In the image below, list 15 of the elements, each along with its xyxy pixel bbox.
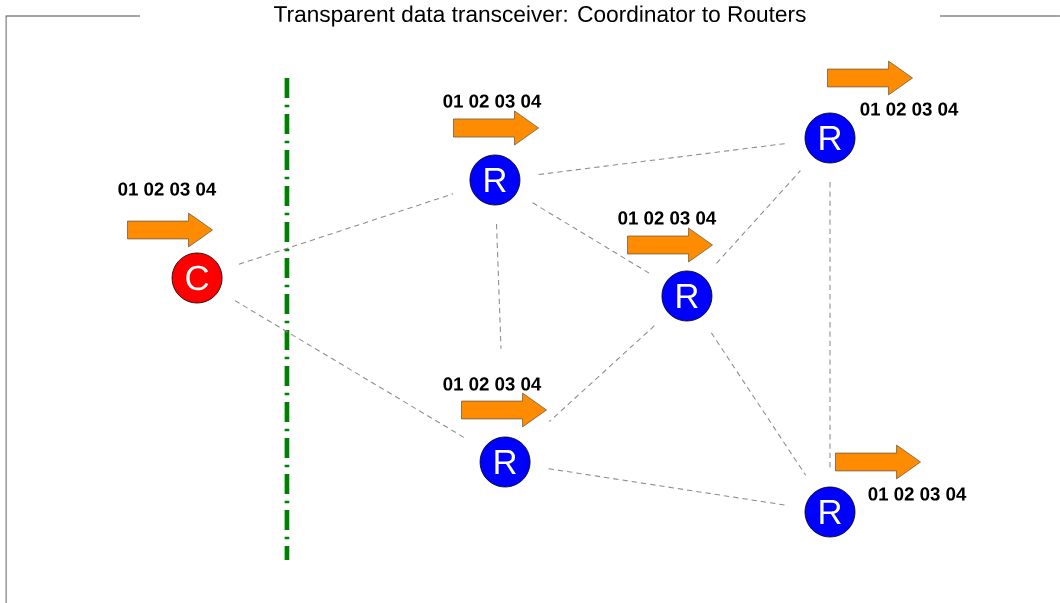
- data-label: 01 02 03 04: [443, 94, 542, 108]
- connector-line: [496, 223, 502, 350]
- connector-line: [238, 193, 454, 265]
- title: Transparent data transceiver: Coordinator to Routers: [274, 5, 806, 27]
- connector-line: [710, 332, 807, 476]
- connector-line: [548, 325, 655, 423]
- data-label: 01 02 03 04: [618, 211, 717, 225]
- connector-line: [538, 142, 787, 176]
- data-label: 01 02 03 04: [868, 487, 967, 501]
- data-label: 01 02 03 04: [443, 377, 542, 391]
- connector-line: [548, 468, 787, 506]
- connector-line: [716, 170, 801, 264]
- data-label: 01 02 03 04: [118, 182, 217, 196]
- connector-line: [532, 202, 650, 274]
- data-label: 01 02 03 04: [860, 102, 959, 116]
